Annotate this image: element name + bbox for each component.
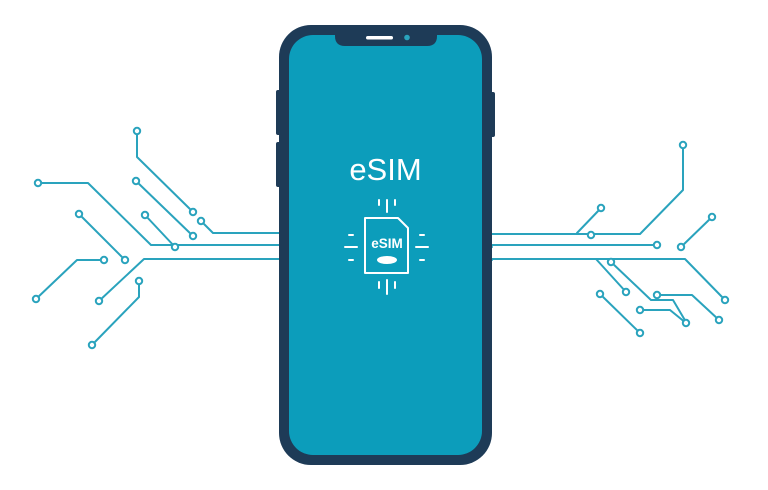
esim-chip-icon: [344, 199, 429, 295]
circuit-trace-icon: [35, 259, 105, 300]
circuit-node-icon: [74, 209, 84, 219]
circuit-node-icon: [596, 203, 606, 213]
circuit-trace-icon: [37, 182, 293, 246]
screen-title: eSIM: [349, 152, 421, 187]
front-camera-icon: [404, 34, 410, 41]
circuit-trace-icon: [98, 258, 293, 302]
circuit-node-icon: [170, 242, 180, 252]
circuit-trace-icon: [200, 220, 293, 234]
circuit-trace-icon: [656, 294, 720, 321]
circuit-node-icon: [33, 178, 43, 188]
circuit-trace-icon: [144, 214, 176, 248]
circuit-trace-icon: [135, 180, 194, 237]
circuit-node-icon: [635, 328, 645, 338]
circuit-trace-icon: [489, 144, 684, 235]
circuit-node-icon: [720, 295, 730, 305]
circuit-node-icon: [621, 287, 631, 297]
circuit-node-icon: [714, 315, 724, 325]
circuit-trace-icon: [78, 213, 126, 261]
circuit-node-icon: [188, 231, 198, 241]
circuit-node-icon: [31, 294, 41, 304]
circuit-node-icon: [196, 216, 206, 226]
circuit-node-icon: [94, 296, 104, 306]
circuit-node-icon: [681, 318, 691, 328]
circuit-trace-icon: [680, 216, 713, 248]
circuit-node-icon: [134, 276, 144, 286]
circuit-trace-icon: [576, 207, 602, 234]
circuit-trace-icon: [136, 130, 194, 213]
circuit-node-icon: [131, 176, 141, 186]
circuit-node-icon: [678, 140, 688, 150]
circuit-node-icon: [595, 289, 605, 299]
circuit-node-icon: [120, 255, 130, 265]
circuit-trace-icon: [489, 258, 726, 301]
circuit-node-icon: [606, 257, 616, 267]
circuit-trace-icon: [610, 261, 687, 323]
circuit-node-icon: [87, 340, 97, 350]
circuit-node-icon: [188, 207, 198, 217]
circuit-node-icon: [652, 240, 662, 250]
circuit-trace-icon: [639, 309, 687, 324]
circuit-node-icon: [586, 230, 596, 240]
circuit-node-icon: [132, 126, 142, 136]
circuit-node-icon: [635, 305, 645, 315]
circuit-node-icon: [707, 212, 717, 222]
circuit-trace-icon: [595, 258, 627, 293]
phone-screen: [289, 35, 482, 455]
circuit-node-icon: [676, 242, 686, 252]
speaker-grille-icon: [366, 36, 393, 40]
chip-contact-icon: [377, 256, 397, 264]
smartphone: eSIM: [276, 25, 495, 465]
circuit-node-icon: [652, 290, 662, 300]
circuit-trace-icon: [91, 280, 140, 346]
circuit-trace-icon: [599, 293, 641, 334]
circuit-node-icon: [140, 210, 150, 220]
circuit-node-icon: [99, 255, 109, 265]
chip-label: eSIM: [371, 236, 403, 251]
